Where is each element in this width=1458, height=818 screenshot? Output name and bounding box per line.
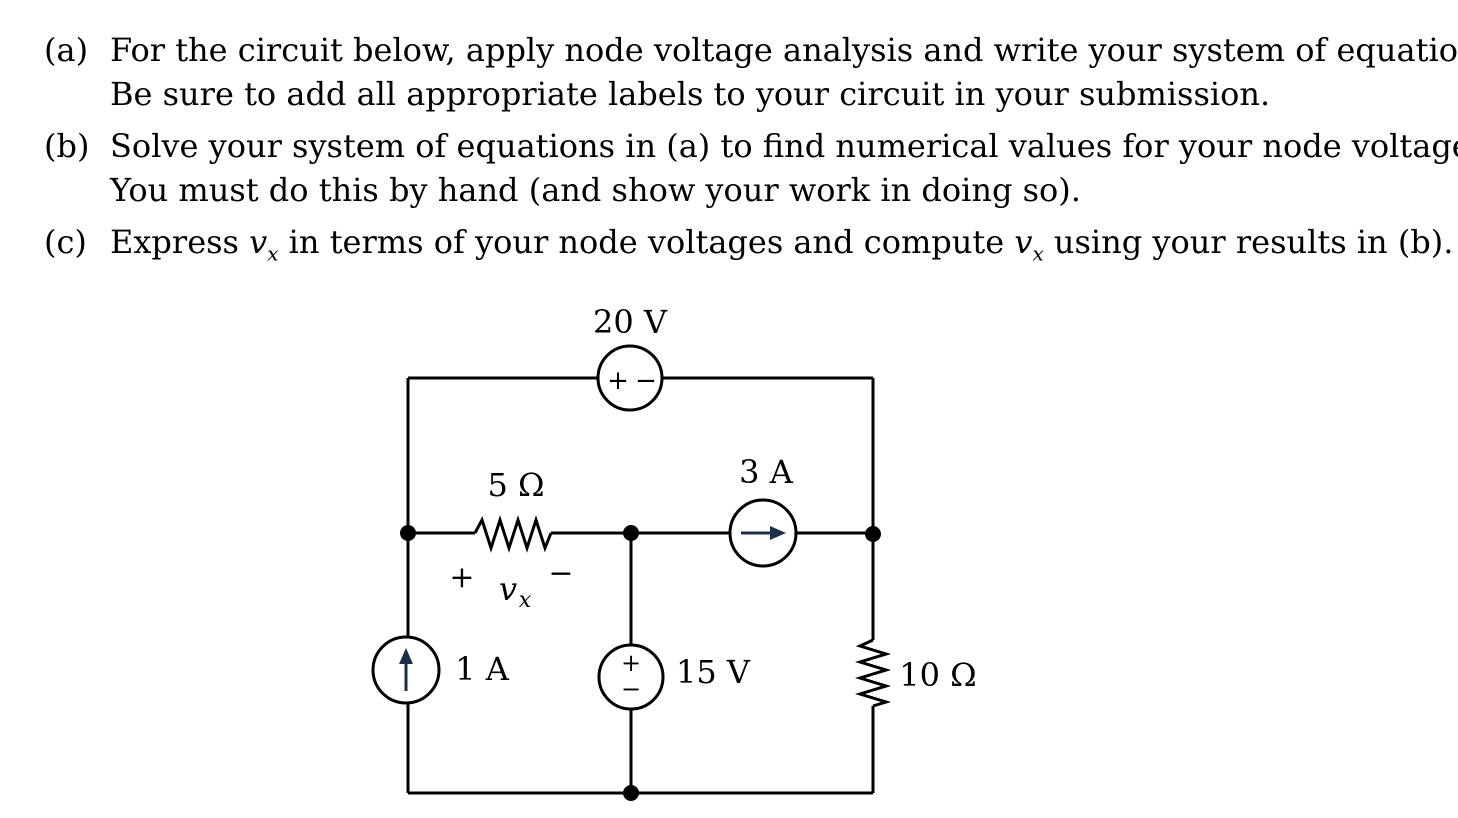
source-15v-plus: + [621, 649, 641, 677]
resistor-10-ohm-icon [854, 638, 892, 708]
problem-list: (a) For the circuit below, apply node vo… [44, 28, 1458, 275]
arrow-right-icon [770, 526, 786, 540]
source-20v-plus: + [607, 366, 629, 396]
problem-b-line-2: You must do this by hand (and show your … [110, 171, 1081, 209]
resistor-5-ohm-label: 5 Ω [487, 466, 544, 504]
circuit-wires [406, 376, 875, 795]
source-15v-minus: − [621, 675, 641, 703]
junction-dot [400, 525, 416, 541]
source-20v-minus: − [635, 366, 657, 396]
problem-a-line-2: Be sure to add all appropriate labels to… [110, 75, 1271, 113]
vx-var: v [499, 570, 517, 608]
problem-c-post: using your results in (b). [1043, 223, 1454, 261]
problem-c-var2: v [1014, 223, 1033, 261]
source-15v-label: 15 V [676, 653, 751, 691]
problem-c-line-1: Express vx in terms of your node voltage… [110, 220, 1453, 275]
problem-b-label: (b) [44, 127, 90, 165]
problem-c-sub: x [267, 241, 279, 266]
problem-a-label: (a) [44, 31, 89, 69]
problem-b: (b) Solve your system of equations in (a… [44, 124, 1458, 212]
vx-sub: x [519, 588, 532, 613]
problem-a-text: For the circuit below, apply node voltag… [110, 28, 1458, 116]
problem-b-line-1: Solve your system of equations in (a) to… [110, 127, 1458, 165]
resistor-10-ohm-label: 10 Ω [899, 656, 976, 694]
current-source-3a [728, 498, 798, 568]
problem-c-var: v [249, 223, 268, 261]
voltage-source-15v: + − [597, 643, 665, 711]
current-source-1a-label: 1 A [455, 650, 510, 688]
junction-dot [623, 525, 639, 541]
problem-a: (a) For the circuit below, apply node vo… [44, 28, 1458, 116]
resistor-5-ohm-icon [473, 515, 553, 553]
current-source-3a-label: 3 A [739, 453, 794, 491]
problem-c-sub2: x [1032, 241, 1044, 266]
problem-b-text: Solve your system of equations in (a) to… [110, 124, 1458, 212]
problem-c-label: (c) [44, 223, 87, 261]
problem-c: (c) Express vx in terms of your node vol… [44, 220, 1453, 275]
vx-minus: − [548, 556, 573, 591]
vx-plus: + [449, 560, 474, 595]
problem-a-line-1: For the circuit below, apply node voltag… [110, 31, 1458, 69]
problem-c-pre: Express [110, 223, 250, 261]
junction-dots [400, 525, 881, 801]
arrow-up-icon [399, 648, 413, 664]
problem-c-text: Express vx in terms of your node voltage… [110, 220, 1453, 275]
junction-dot [865, 526, 881, 542]
current-source-1a [371, 635, 441, 705]
problem-c-mid: in terms of your node voltages and compu… [278, 223, 1015, 261]
source-20v-label: 20 V [593, 303, 668, 341]
voltage-source-20v: + − [596, 344, 664, 412]
junction-dot [623, 785, 639, 801]
